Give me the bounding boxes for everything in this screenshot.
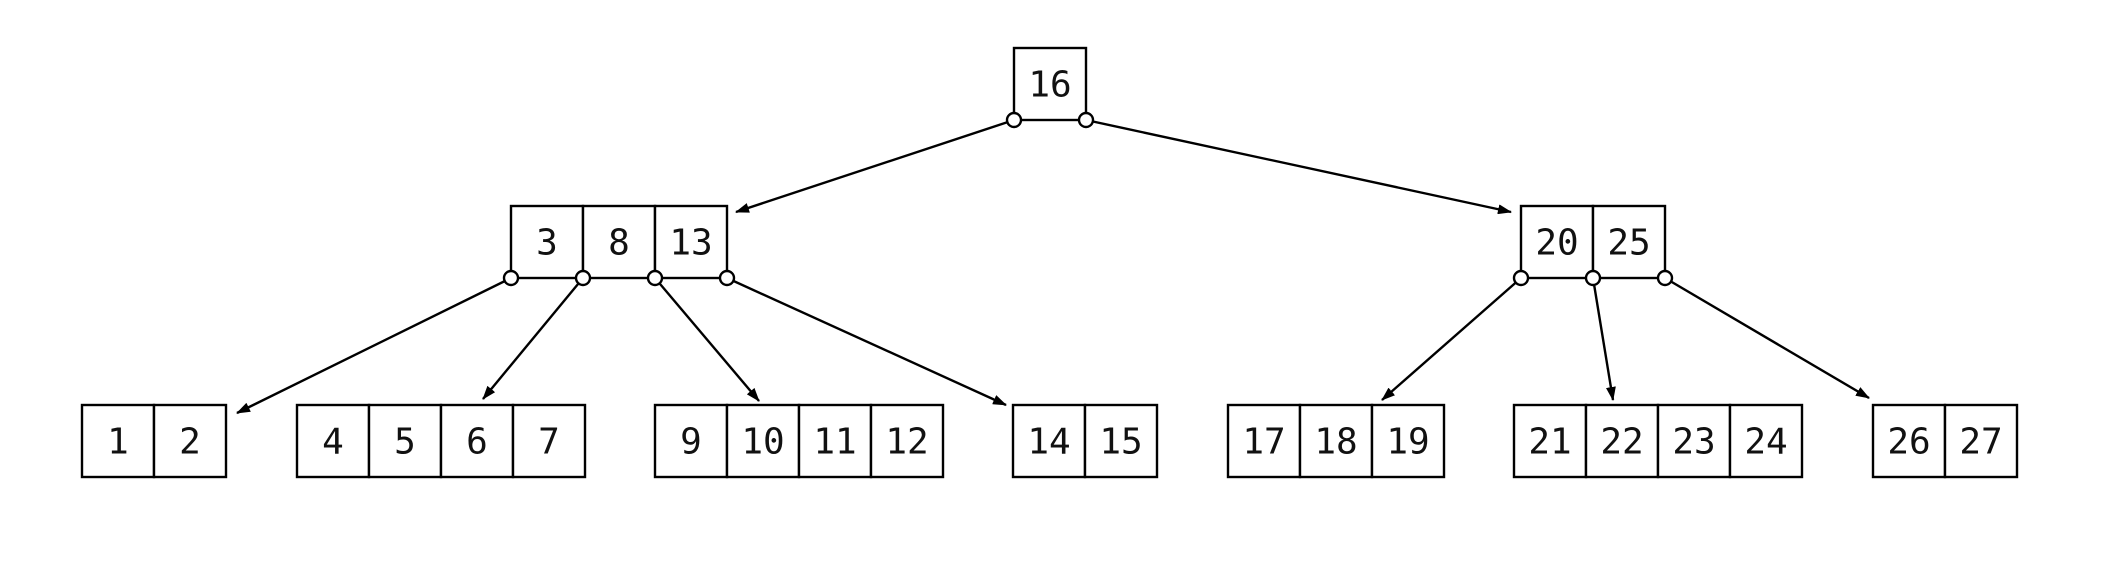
key-label: 19 (1386, 422, 1429, 463)
node-leaf-9-12: 9 10 11 12 (653, 403, 945, 479)
key-cell (653, 403, 729, 479)
pointer-port (1005, 111, 1023, 129)
node-root: 16 (1012, 46, 1088, 122)
key-cell (509, 204, 585, 280)
edge-n-3-8-13-to-leaf-14-15 (726, 276, 1007, 407)
key-cell (1943, 403, 2019, 479)
pointer-port (1512, 269, 1530, 287)
key-cell (295, 403, 371, 479)
key-cell (1512, 403, 1588, 479)
key-label: 5 (394, 422, 416, 463)
key-cell (869, 403, 945, 479)
edge-n-3-8-13-to-leaf-9-12 (654, 277, 760, 402)
key-cell (1083, 403, 1159, 479)
node-leaf-21-24: 21 22 23 24 (1512, 403, 1804, 479)
pointer-port (1077, 111, 1095, 129)
key-label: 11 (813, 422, 856, 463)
key-cell (1370, 403, 1446, 479)
key-cell (1728, 403, 1804, 479)
edge-n-20-25-to-leaf-26-27 (1664, 276, 1870, 400)
edge-n-3-8-13-to-leaf-4-7 (482, 277, 584, 400)
edge-root-to-n-20-25 (1085, 118, 1512, 215)
key-label: 10 (741, 422, 784, 463)
key-label: 22 (1600, 422, 1643, 463)
key-cell (367, 403, 443, 479)
edge-n-20-25-to-leaf-17-19 (1381, 277, 1522, 401)
ports-layer (502, 111, 1674, 287)
pointer-port (574, 269, 592, 287)
key-label: 15 (1099, 422, 1142, 463)
edge-root-to-n-3-8-13 (735, 118, 1015, 214)
key-cell (1011, 403, 1087, 479)
key-cell (653, 204, 729, 280)
pointer-port (1584, 269, 1602, 287)
key-label: 24 (1744, 422, 1787, 463)
key-label: 9 (680, 422, 702, 463)
key-cell (152, 403, 228, 479)
key-label: 14 (1027, 422, 1070, 463)
edge-n-3-8-13-to-leaf-1-2 (236, 276, 512, 415)
key-label: 1 (107, 422, 129, 463)
key-label: 4 (322, 422, 344, 463)
pointer-port (718, 269, 736, 287)
key-cell (439, 403, 515, 479)
edge-n-20-25-to-leaf-21-24 (1591, 277, 1616, 401)
key-label: 13 (669, 223, 712, 264)
key-label: 23 (1672, 422, 1715, 463)
key-label: 6 (466, 422, 488, 463)
key-cell (1012, 46, 1088, 122)
node-leaf-17-19: 17 18 19 (1226, 403, 1446, 479)
pointer-port (1656, 269, 1674, 287)
edges-layer (236, 118, 1870, 415)
key-label: 25 (1607, 223, 1650, 264)
pointer-port (646, 269, 664, 287)
node-leaf-14-15: 14 15 (1011, 403, 1159, 479)
key-label: 3 (536, 223, 558, 264)
key-label: 12 (885, 422, 928, 463)
key-label: 21 (1528, 422, 1571, 463)
key-label: 8 (608, 223, 630, 264)
key-cell (1584, 403, 1660, 479)
key-label: 17 (1242, 422, 1285, 463)
key-cell (797, 403, 873, 479)
key-label: 16 (1028, 65, 1071, 106)
pointer-port (502, 269, 520, 287)
key-cell (581, 204, 657, 280)
key-cell (511, 403, 587, 479)
key-label: 7 (538, 422, 560, 463)
key-cell (80, 403, 156, 479)
key-cell (1871, 403, 1947, 479)
key-label: 18 (1314, 422, 1357, 463)
key-cell (1519, 204, 1595, 280)
key-label: 20 (1535, 223, 1578, 264)
key-label: 2 (179, 422, 201, 463)
key-label: 27 (1959, 422, 2002, 463)
key-cell (1591, 204, 1667, 280)
key-label: 26 (1887, 422, 1930, 463)
node-leaf-4-7: 4 5 6 7 (295, 403, 587, 479)
node-n-3-8-13: 3 8 13 (509, 204, 729, 280)
node-leaf-26-27: 26 27 (1871, 403, 2019, 479)
